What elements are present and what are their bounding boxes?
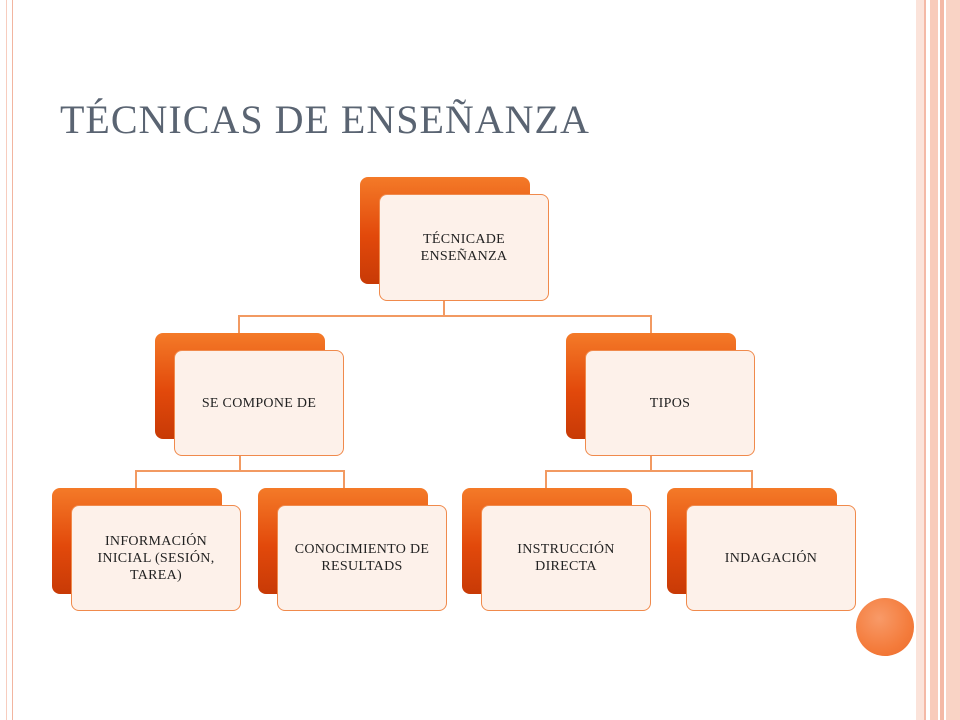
- node-indagacion-label: INDAGACIÓN: [686, 505, 856, 611]
- connector-right-leaf2-drop: [751, 470, 753, 490]
- connector-left-leaf1-drop: [135, 470, 137, 490]
- connector-left-drop: [238, 315, 240, 333]
- decorative-orange-circle: [856, 598, 914, 656]
- node-tipos-label: TIPOS: [585, 350, 755, 456]
- connector-right-leaf1-drop: [545, 470, 547, 490]
- connector-left-leaf2-drop: [343, 470, 345, 490]
- node-instruccion-directa-label: INSTRUCCIÓN DIRECTA: [481, 505, 651, 611]
- connector-left-stem: [239, 456, 241, 471]
- connector-right-stem: [650, 456, 652, 471]
- node-informacion-inicial-label: INFORMACIÓN INICIAL (SESIÓN, TAREA): [71, 505, 241, 611]
- left-border-decoration: [0, 0, 13, 720]
- connector-root-stem: [443, 300, 445, 316]
- node-root-label: TÉCNICADE ENSEÑANZA: [379, 194, 549, 301]
- connector-right-bar: [545, 470, 753, 472]
- slide-title: TÉCNICAS DE ENSEÑANZA: [60, 97, 590, 142]
- connector-left-bar: [135, 470, 345, 472]
- connector-right-drop: [650, 315, 652, 333]
- right-border-decoration: [916, 0, 960, 720]
- node-conocimiento-label: CONOCIMIENTO DE RESULTADS: [277, 505, 447, 611]
- node-se-compone-de-label: SE COMPONE DE: [174, 350, 344, 456]
- connector-level1-bar: [238, 315, 652, 317]
